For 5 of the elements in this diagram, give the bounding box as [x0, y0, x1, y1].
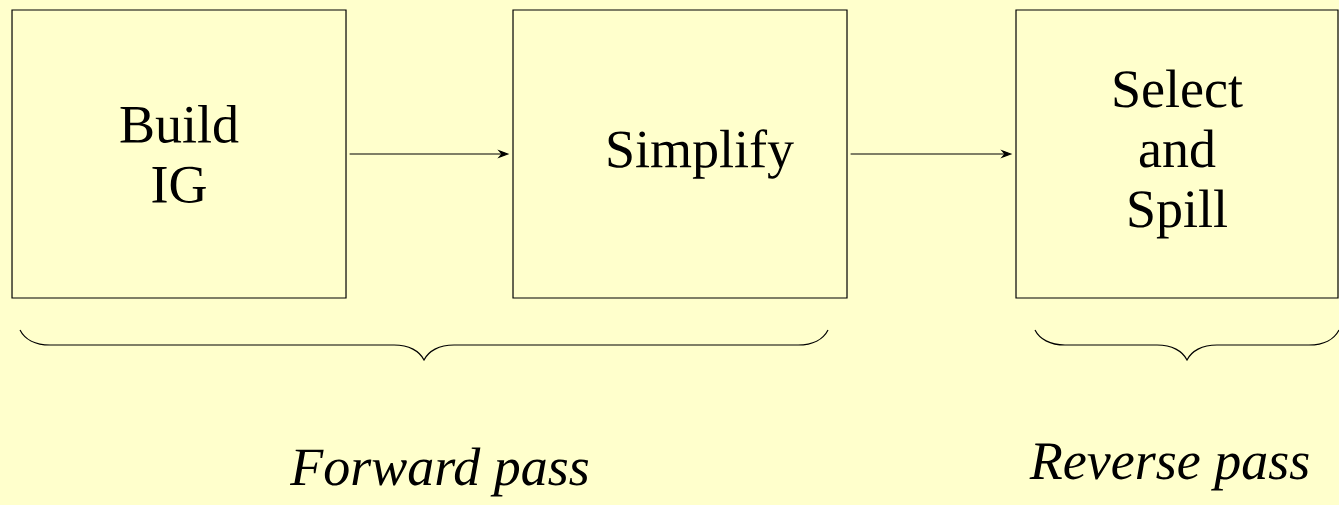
pass-label: Reverse pass [1029, 443, 1309, 491]
pass-label: Forward pass [289, 447, 589, 497]
process-box: Simplify [512, 9, 848, 299]
process-box: Build IG [11, 9, 347, 299]
process-box: Select and Spill [1015, 9, 1339, 299]
